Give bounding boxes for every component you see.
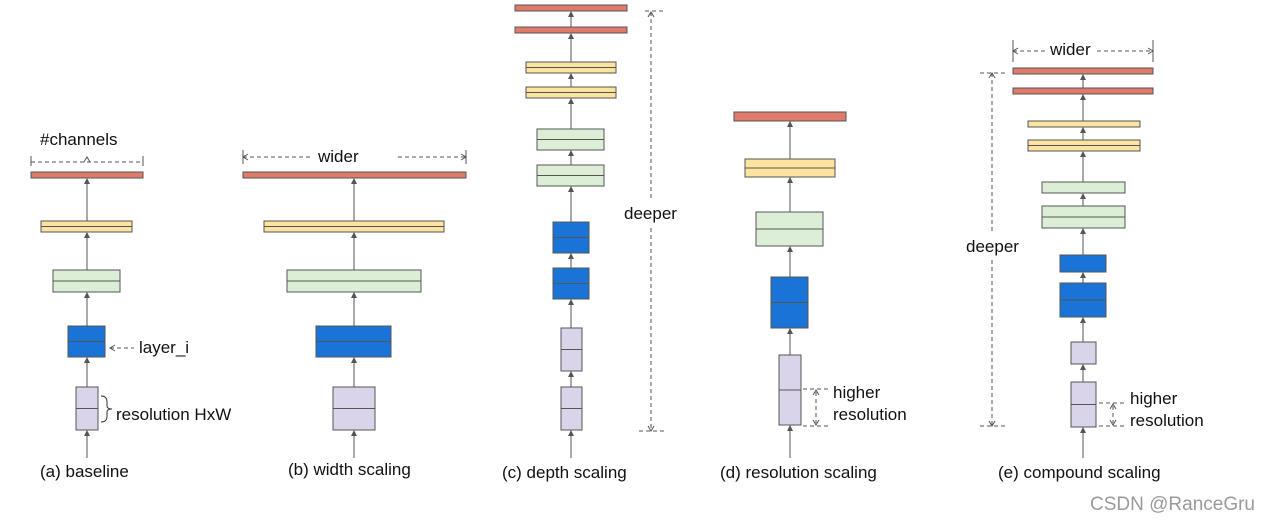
c-red-layer-1	[514, 4, 628, 12]
deeper-label-c: deeper	[624, 204, 677, 223]
d-red-layer	[733, 111, 847, 122]
caption-b: (b) width scaling	[288, 460, 411, 479]
e-purple-layer-1	[1070, 341, 1097, 365]
a-resolution-brace	[100, 395, 113, 423]
resolution-label-e: resolution	[1130, 411, 1204, 430]
higher-label-d: higher	[833, 383, 881, 402]
channels-label: #channels	[40, 130, 118, 149]
caption-a: (a) baseline	[40, 462, 129, 481]
e-blue-layer-1	[1059, 254, 1107, 273]
c-red-layer-2	[514, 26, 628, 34]
b-wider-arrow-left	[242, 153, 249, 161]
deeper-label-e: deeper	[966, 237, 1019, 256]
watermark: CSDN @RanceGru	[1090, 494, 1255, 515]
d-higher-arrow-bottom	[812, 419, 820, 426]
wider-label-b: wider	[318, 147, 359, 166]
a-channels-caret	[83, 156, 91, 163]
e-wider-arrow-right	[1147, 47, 1154, 55]
layer-label: layer_i	[139, 338, 190, 357]
b-wider-arrow-right	[460, 153, 467, 161]
caption-c: (c) depth scaling	[502, 463, 627, 482]
e-higher-arrow-bottom	[1109, 419, 1117, 426]
resolution-label-d: resolution	[833, 405, 907, 424]
e-red-layer-1	[1012, 67, 1154, 75]
e-yellow-layer-1	[1027, 120, 1141, 128]
e-wider-arrow-left	[1012, 47, 1019, 55]
e-deeper-arrow-bottom	[988, 420, 996, 427]
wider-label-e: wider	[1050, 40, 1091, 59]
b-red-layer	[242, 171, 467, 179]
a-red-layer	[30, 171, 144, 179]
a-layer-arrowhead	[109, 344, 116, 352]
d-higher-arrow-top	[812, 389, 820, 396]
caption-d: (d) resolution scaling	[720, 463, 877, 482]
caption-e: (e) compound scaling	[998, 463, 1161, 482]
resolution-label-a: resolution HxW	[116, 405, 232, 424]
higher-label-e: higher	[1130, 389, 1178, 408]
e-green-layer-1	[1041, 181, 1126, 194]
c-deeper-arrow-bottom	[647, 425, 655, 432]
e-higher-arrow-top	[1109, 403, 1117, 410]
e-deeper-arrow-top	[988, 72, 996, 79]
c-deeper-arrow-top	[647, 11, 655, 18]
e-red-layer-2	[1012, 87, 1154, 95]
